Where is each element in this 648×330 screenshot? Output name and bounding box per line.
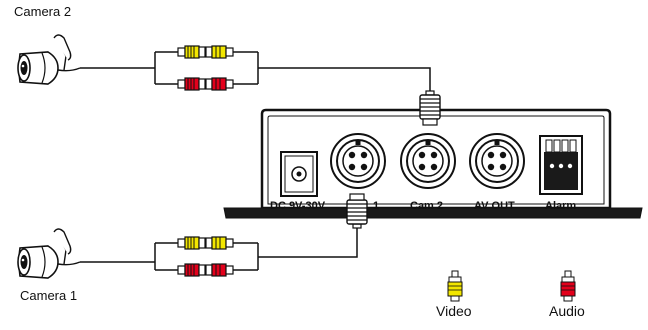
camera-1-label: Camera 1 <box>20 288 78 303</box>
camera-2-aviation-connector-icon <box>419 90 441 126</box>
cam-1-port-label: 1 <box>373 200 380 212</box>
cam-2-port-label: Cam 2 <box>410 200 444 212</box>
camera-2-audio-rca <box>177 77 234 91</box>
power-port-label: DC 9V-30V <box>270 200 326 212</box>
legend-video-label: Video <box>436 303 472 319</box>
av-out-port-label: AV OUT <box>474 200 515 212</box>
legend-video-plug-icon <box>447 270 463 302</box>
av-out-socket <box>469 133 525 189</box>
camera-2-icon <box>17 34 81 85</box>
camera-1-cable <box>80 228 358 271</box>
camera-2-cable <box>80 51 431 91</box>
camera-1-video-rca <box>177 236 234 250</box>
cam-1-socket <box>330 133 386 189</box>
legend-audio-label: Audio <box>549 303 585 319</box>
cam-2-socket <box>400 133 456 189</box>
camera-1-icon <box>17 228 81 279</box>
alarm-port-label: Alarm <box>545 200 577 212</box>
camera-2-label: Camera 2 <box>14 4 72 19</box>
camera-1-audio-rca <box>177 263 234 277</box>
legend-audio-plug-icon <box>560 270 576 302</box>
camera-2-video-rca <box>177 45 234 59</box>
camera-1-aviation-connector-icon <box>346 193 368 229</box>
terminal-block-icon <box>539 135 583 195</box>
dc-jack-icon <box>280 151 318 197</box>
